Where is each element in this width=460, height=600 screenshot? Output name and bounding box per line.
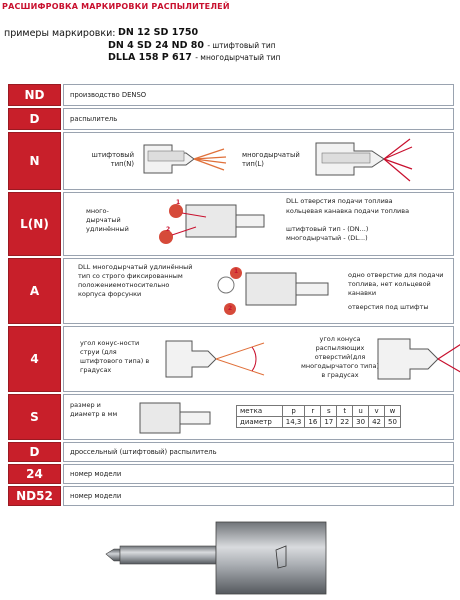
example-code-1: DN 12 SD 1750	[118, 27, 199, 38]
row-code-n: N	[8, 132, 61, 190]
table-cell: p	[281, 405, 306, 417]
row-d-throttle: D дроссельный (штифтовый) распылитель	[8, 442, 454, 462]
row-code-nd52: ND52	[8, 486, 61, 506]
row-code-s: S	[8, 394, 61, 440]
table-cell: метка	[236, 405, 283, 417]
table-cell: w	[384, 405, 401, 417]
table-cell: 16	[304, 416, 322, 428]
table-cell: 50	[384, 416, 401, 428]
row-code-4: 4	[8, 326, 61, 392]
row-l: L(N) много-дырчатый удлинённый 1 2 DLL о…	[8, 192, 454, 256]
l-left-text: много-дырчатый удлинённый	[86, 207, 129, 233]
row-s: S размер и диаметр в мм метка p r s t u …	[8, 394, 454, 440]
row-nd52: ND52 номер модели	[8, 486, 454, 506]
row-nd: ND производство DENSO	[8, 84, 454, 106]
pin-nozzle-illustration	[143, 144, 227, 174]
row-text-nd: производство DENSO	[70, 91, 147, 99]
table-cell: 22	[336, 416, 354, 428]
example-line-2: DN 4 SD 24 ND 80 - штифтовый тип	[108, 40, 276, 51]
injector-nozzle-photo	[105, 521, 327, 595]
row-desc-n: штифтовый тип(N) многодырчатый тип(L)	[63, 132, 454, 190]
row-code-d-throttle: D	[8, 442, 61, 462]
diameter-table-row: диаметр 14,3 16 17 22 30 42 50	[236, 416, 401, 428]
row-code-24: 24	[8, 464, 61, 484]
table-cell: r	[304, 405, 322, 417]
angle-pin-text: угол конус-ности струи (для штифтового т…	[80, 339, 150, 374]
row-a: A DLL многодырчатый удлинённый тип со ст…	[8, 258, 454, 324]
multi-nozzle-illustration	[315, 138, 413, 182]
row-text-24: номер модели	[70, 470, 122, 478]
a-marker-2: 2	[228, 305, 233, 312]
row-desc-s: размер и диаметр в мм метка p r s t u v …	[63, 394, 454, 440]
row-desc-24: номер модели	[63, 464, 454, 484]
l-marker-2: 2	[166, 226, 171, 233]
example-line-3: DLLA 158 P 617 - многодырчатый тип	[108, 52, 281, 63]
diameter-table: метка p r s t u v w диаметр 14,3 16 17 2…	[236, 405, 401, 428]
example-code-2: DN 4 SD 24 ND 80	[108, 40, 204, 51]
row-desc-a: DLL многодырчатый удлинённый тип со стро…	[63, 258, 454, 324]
l-type-2: многодырчатый - (DL...)	[286, 234, 368, 242]
table-cell: t	[336, 405, 354, 417]
l-type-1: штифтовый тип - (DN...)	[286, 225, 369, 233]
example-note-2: - штифтовый тип	[207, 41, 276, 50]
a-note-1: одно отверстие для подачи топлива, нет к…	[348, 271, 444, 297]
a-nozzle-illustration	[217, 267, 329, 315]
size-text: размер и диаметр в мм	[70, 401, 118, 418]
table-cell: s	[320, 405, 338, 417]
long-nozzle-illustration	[159, 204, 265, 244]
multi-type-label: многодырчатый тип(L)	[242, 151, 300, 168]
row-code-nd: ND	[8, 84, 61, 106]
row-text-d: распылитель	[70, 115, 118, 123]
row-text-d-throttle: дроссельный (штифтовый) распылитель	[70, 448, 217, 456]
table-cell: u	[352, 405, 370, 417]
row-desc-nd52: номер модели	[63, 486, 454, 506]
row-code-d: D	[8, 108, 61, 130]
l-note-1: DLL отверстия подачи топлива	[286, 197, 393, 205]
row-desc-d: распылитель	[63, 108, 454, 130]
table-cell: 30	[352, 416, 370, 428]
diameter-table-header: метка p r s t u v w	[236, 405, 401, 417]
l-note-2: кольцевая канавка подачи топлива	[286, 207, 410, 215]
example-line-1: DN 12 SD 1750	[118, 27, 198, 38]
size-nozzle-illustration	[139, 402, 211, 434]
example-code-3: DLLA 158 P 617	[108, 52, 192, 63]
row-24: 24 номер модели	[8, 464, 454, 484]
table-cell: 42	[368, 416, 385, 428]
row-d: D распылитель	[8, 108, 454, 130]
page-title: РАСШИФРОВКА МАРКИРОВКИ РАСПЫЛИТЕЛЕЙ	[2, 2, 230, 11]
table-cell: диаметр	[236, 416, 283, 428]
row-n: N штифтовый тип(N) многодырчатый тип(L)	[8, 132, 454, 190]
row-desc-4: угол конус-ности струи (для штифтового т…	[63, 326, 460, 392]
a-left-text: DLL многодырчатый удлинённый тип со стро…	[78, 263, 193, 298]
angle-multi-illustration	[377, 338, 460, 380]
examples-label: примеры маркировки:	[4, 28, 116, 39]
a-note-2: отверстия под штифты	[348, 303, 429, 311]
table-cell: v	[368, 405, 385, 417]
row-code-l: L(N)	[8, 192, 61, 256]
angle-multi-text: угол конуса распыляющих отверстий(для мн…	[300, 335, 380, 379]
row-code-a: A	[8, 258, 61, 324]
l-marker-1: 1	[176, 199, 181, 206]
row-4: 4 угол конус-ности струи (для штифтового…	[8, 326, 460, 392]
angle-pin-illustration	[165, 340, 265, 378]
row-desc-d-throttle: дроссельный (штифтовый) распылитель	[63, 442, 454, 462]
table-cell: 14,3	[281, 416, 306, 428]
row-text-nd52: номер модели	[70, 492, 122, 500]
a-marker-1: 1	[234, 268, 239, 275]
row-desc-nd: производство DENSO	[63, 84, 454, 106]
row-desc-l: много-дырчатый удлинённый 1 2 DLL отверс…	[63, 192, 454, 256]
pin-type-label: штифтовый тип(N)	[91, 151, 134, 168]
example-note-3: - многодырчатый тип	[195, 53, 281, 62]
table-cell: 17	[320, 416, 338, 428]
